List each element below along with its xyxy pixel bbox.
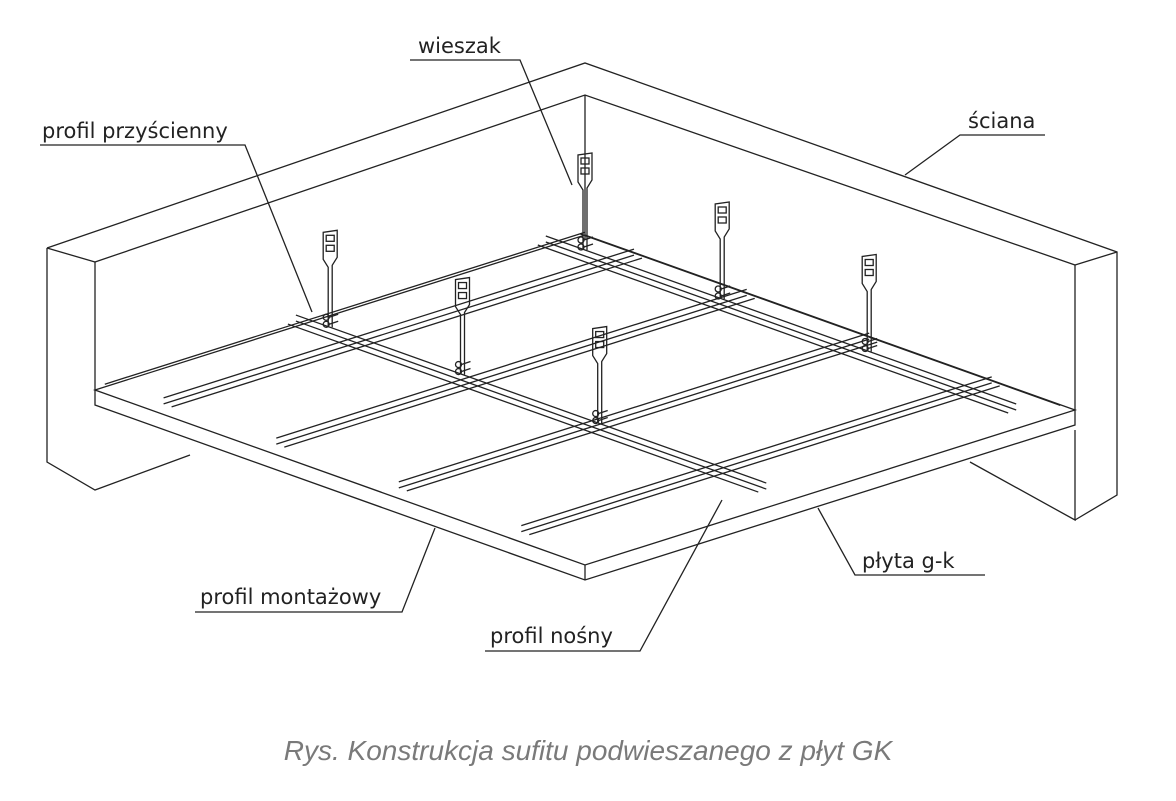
hanger	[861, 253, 878, 353]
label-hanger: wieszak	[410, 34, 573, 186]
hanger	[714, 201, 731, 300]
label-carrying-profile: profil nośny	[485, 499, 723, 652]
hangers	[322, 152, 878, 425]
label-wall: ściana	[904, 109, 1045, 176]
label-wall-profile-text: profil przyścienny	[42, 119, 228, 143]
label-board-text: płyta g-k	[862, 549, 955, 573]
carrying-profile	[537, 244, 1009, 414]
label-wall-text: ściana	[968, 109, 1035, 133]
mounting-profile	[521, 376, 992, 527]
label-board: płyta g-k	[817, 507, 985, 576]
mounting-profile	[398, 332, 870, 483]
hanger	[454, 276, 471, 376]
profiles	[104, 231, 1061, 536]
wall	[46, 62, 1118, 522]
carrying-profile	[295, 314, 767, 484]
wall-profile	[104, 231, 586, 385]
hanger	[322, 229, 339, 328]
hanger	[592, 325, 608, 425]
carrying-profile	[545, 235, 1017, 405]
label-mounting-profile-text: profil montażowy	[200, 585, 381, 609]
mounting-profile	[521, 382, 992, 533]
hanger	[577, 152, 594, 251]
mounting-profile	[284, 297, 755, 448]
label-mounting-profile: profil montażowy	[195, 527, 436, 613]
plasterboard	[92, 234, 1078, 581]
mounting-profile	[529, 385, 1000, 536]
label-wall-profile: profil przyścienny	[40, 119, 313, 313]
carrying-profile	[545, 241, 1017, 411]
label-hanger-text: wieszak	[418, 34, 502, 58]
figure-caption: Rys. Konstrukcja sufitu podwieszanego z …	[284, 735, 894, 766]
mounting-profile	[276, 288, 747, 439]
label-carrying-profile-text: profil nośny	[490, 624, 613, 648]
mounting-profile	[406, 341, 878, 492]
wall-profile	[579, 233, 1061, 406]
carrying-profile	[295, 320, 767, 490]
carrying-profile	[287, 323, 759, 493]
mounting-profile	[171, 257, 643, 408]
mounting-profile	[163, 254, 635, 405]
mounting-profile	[398, 338, 870, 489]
mounting-profile	[163, 248, 635, 399]
mounting-profile	[276, 294, 747, 445]
